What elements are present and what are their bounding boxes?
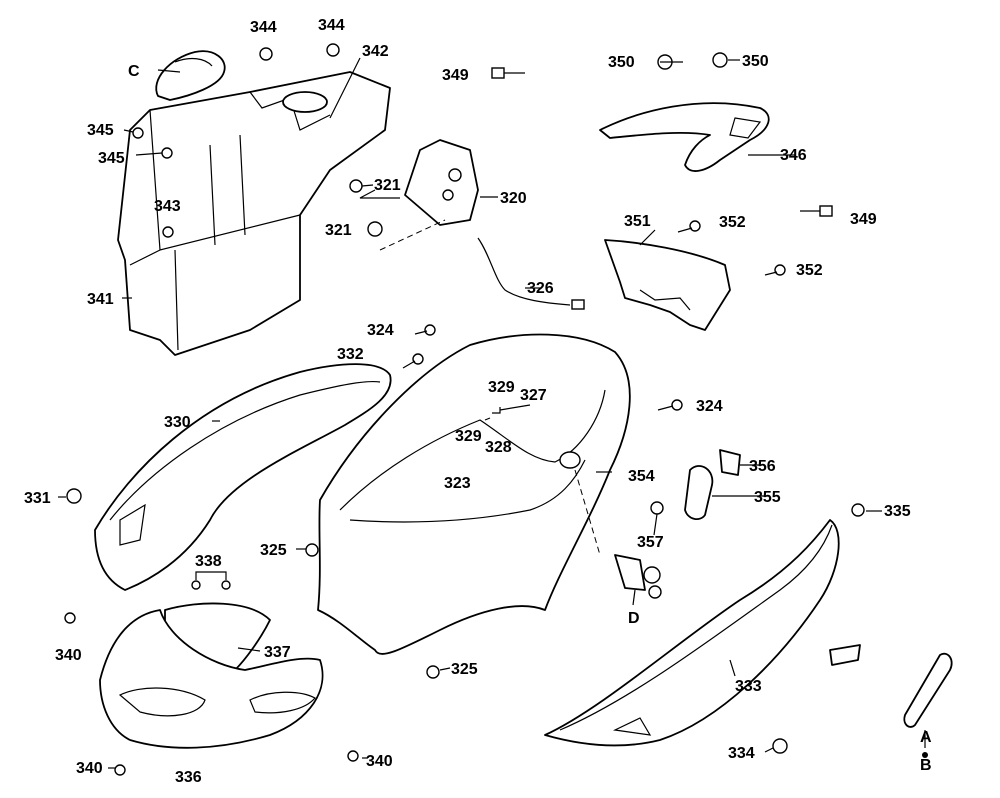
callout-341: 341 [87, 291, 114, 308]
callout-333: 333 [735, 678, 762, 695]
callout-328: 328 [485, 439, 512, 456]
callout-349: 349 [442, 67, 469, 84]
part-354-front-shield [317, 333, 631, 655]
part-320-bracket [379, 139, 479, 251]
callout-349: 349 [850, 211, 877, 228]
callout-327: 327 [520, 387, 547, 404]
callout-345: 345 [98, 150, 125, 167]
callout-355: 355 [754, 489, 781, 506]
callout-a: A [920, 729, 932, 746]
callout-350: 350 [742, 53, 769, 70]
callout-344: 344 [250, 19, 277, 36]
callout-325: 325 [451, 661, 478, 678]
callout-330: 330 [164, 414, 191, 431]
callout-352: 352 [796, 262, 823, 279]
part-333-right-side-cover [544, 519, 840, 747]
callout-344: 344 [318, 17, 345, 34]
callout-338: 338 [195, 553, 222, 570]
callout-356: 356 [749, 458, 776, 475]
part-351-rear-cover [604, 239, 731, 331]
hardware-fasteners [64, 43, 865, 776]
callout-326: 326 [527, 280, 554, 297]
callout-324: 324 [696, 398, 723, 415]
callout-350: 350 [608, 54, 635, 71]
callout-352: 352 [719, 214, 746, 231]
callout-323: 323 [444, 475, 471, 492]
callout-340: 340 [366, 753, 393, 770]
callout-329: 329 [455, 428, 482, 445]
callout-b: B [920, 757, 932, 774]
part-d-lock-set [614, 554, 662, 599]
callout-351: 351 [624, 213, 651, 230]
part-346-rear-carrier [599, 102, 770, 172]
part-341-storage-box [117, 71, 391, 356]
callout-340: 340 [76, 760, 103, 777]
part-ab-emblem [829, 644, 953, 758]
leader-lines [58, 57, 882, 769]
callout-346: 346 [780, 147, 807, 164]
part-c-cap [155, 50, 226, 101]
callout-324: 324 [367, 322, 394, 339]
part-355-bracket [684, 449, 741, 521]
callout-325: 325 [260, 542, 287, 559]
callout-340: 340 [55, 647, 82, 664]
callout-c: C [128, 63, 140, 80]
callout-336: 336 [175, 769, 202, 786]
callout-357: 357 [637, 534, 664, 551]
callout-343: 343 [154, 198, 181, 215]
callout-334: 334 [728, 745, 755, 762]
callout-354: 354 [628, 468, 655, 485]
callout-342: 342 [362, 43, 389, 60]
part-336-front-lower-cover [99, 609, 324, 749]
callout-335: 335 [884, 503, 911, 520]
callout-331: 331 [24, 490, 51, 507]
callout-332: 332 [337, 346, 364, 363]
callout-labels: 344 344 342 C 345 345 343 341 349 321 32… [24, 17, 932, 786]
part-330-left-side-cover [94, 363, 392, 591]
callout-345: 345 [87, 122, 114, 139]
part-326-cable [477, 237, 585, 310]
callout-337: 337 [264, 644, 291, 661]
callout-321: 321 [374, 177, 401, 194]
callout-321: 321 [325, 222, 352, 239]
callout-d: D [628, 610, 640, 627]
callout-329: 329 [488, 379, 515, 396]
callout-320: 320 [500, 190, 527, 207]
